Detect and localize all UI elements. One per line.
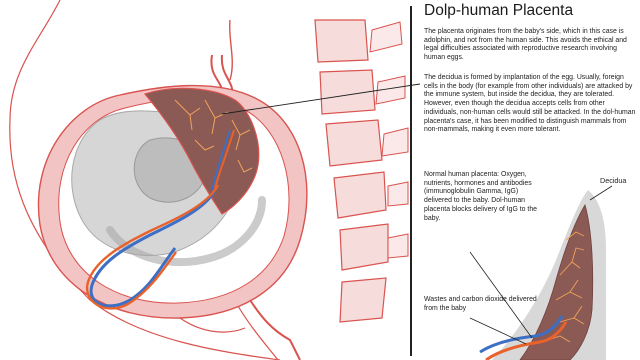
annotation-normal-placenta: Normal human placenta: Oxygen, nutrients… <box>424 171 542 223</box>
spine <box>315 20 388 322</box>
leader-line-normal <box>470 252 532 338</box>
paragraph-decidua: The decidua is formed by implantation of… <box>424 74 636 135</box>
divider-line <box>410 6 412 356</box>
annotation-wastes: Wastes and carbon dioxide delivered from… <box>424 296 542 313</box>
cervix <box>250 300 300 360</box>
leader-line-decidua <box>590 186 612 200</box>
paragraph-origin: The placenta originates from the baby's … <box>424 28 636 63</box>
label-decidua: Decidua <box>600 176 626 185</box>
bladder <box>180 318 245 332</box>
page-title: Dolp-human Placenta <box>424 2 634 20</box>
